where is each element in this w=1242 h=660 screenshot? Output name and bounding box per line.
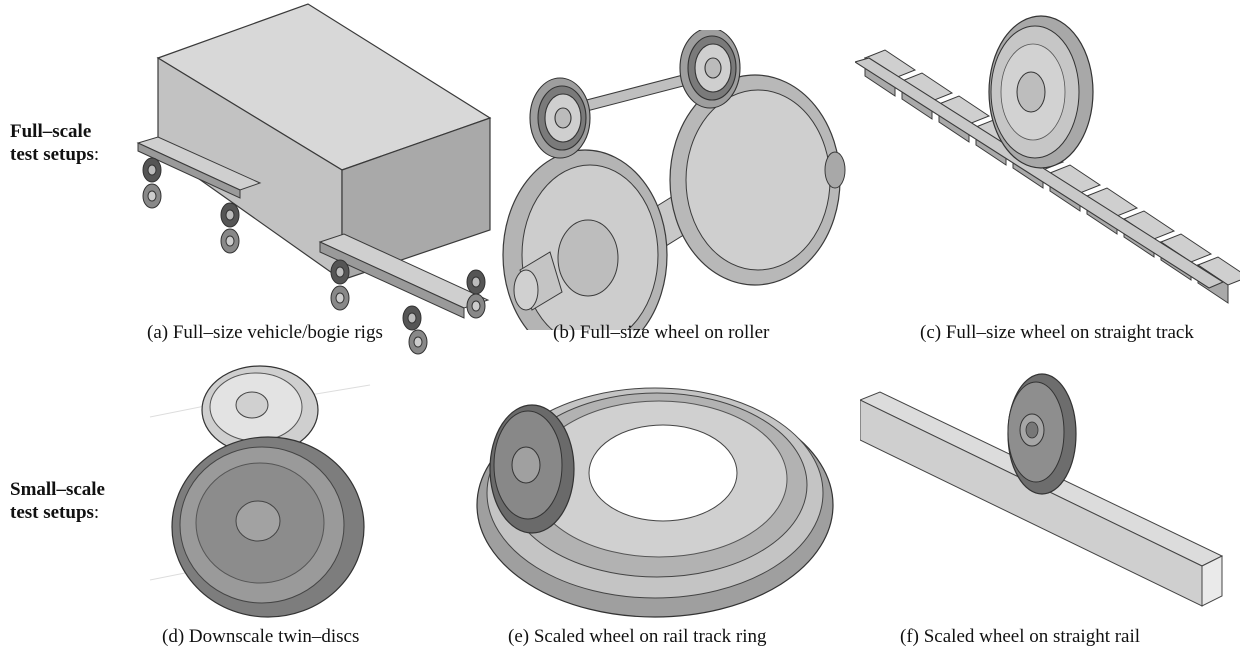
panel-c-wheel-on-track [855, 0, 1240, 320]
panel-b-wheel-on-roller [500, 30, 860, 330]
wheel-on-track-illustration [855, 15, 1240, 304]
panel-a-vehicle-bogie-rig [130, 0, 500, 360]
panel-f-straight-rail [860, 370, 1230, 630]
vehicle-rig-illustration [136, 3, 492, 355]
row-label-full-line1: Full–scale [10, 121, 92, 142]
track-ring-illustration [476, 387, 834, 618]
caption-c: (c) Full–size wheel on straight track [920, 322, 1194, 343]
caption-f: (f) Scaled wheel on straight rail [900, 626, 1141, 647]
row-label-full-colon: : [93, 144, 100, 165]
row-label-full-scale: Full–scale test setups: [10, 120, 99, 166]
row-label-small-scale: Small–scale test setups: [10, 478, 105, 524]
caption-e: (e) Scaled wheel on rail track ring [508, 626, 767, 647]
caption-a: (a) Full–size vehicle/bogie rigs [147, 322, 383, 343]
wheel-on-roller-illustration [502, 30, 846, 330]
row-label-small-line2: test setups [10, 502, 94, 523]
caption-b: (b) Full–size wheel on roller [553, 322, 770, 343]
twin-discs-illustration [149, 365, 371, 618]
straight-rail-illustration [860, 373, 1224, 607]
caption-d: (d) Downscale twin–discs [162, 626, 360, 647]
row-label-full-line2: test setups [10, 144, 94, 165]
row-label-small-colon: : [93, 502, 100, 523]
panel-e-track-ring [460, 345, 840, 625]
panel-d-twin-discs [130, 355, 390, 625]
row-label-small-line1: Small–scale [10, 479, 105, 500]
